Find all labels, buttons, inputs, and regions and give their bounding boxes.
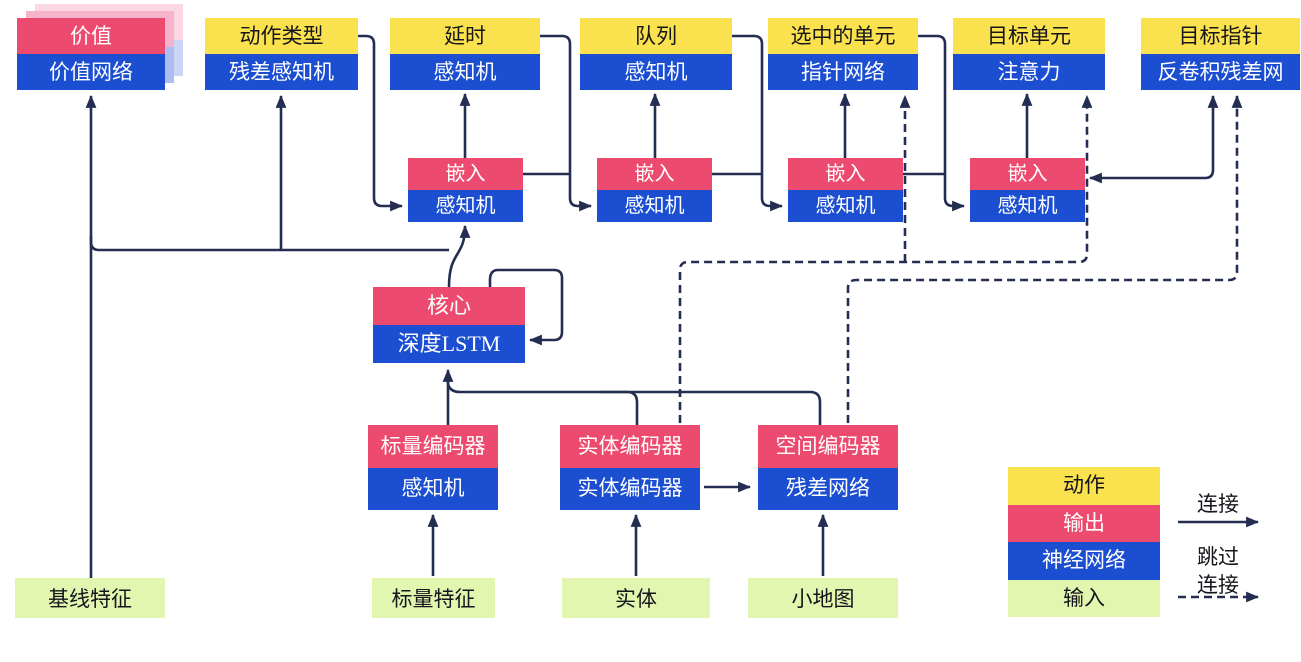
node-embed-4: 嵌入 感知机 [970, 158, 1085, 222]
node-target-unit-action: 目标单元 [953, 18, 1105, 54]
node-queue-network: 感知机 [580, 54, 732, 90]
node-action-type-network: 残差感知机 [205, 54, 358, 90]
node-embed-1: 嵌入 感知机 [408, 158, 523, 222]
legend-output: 输出 [1008, 504, 1160, 542]
node-value-network: 价值网络 [17, 54, 165, 90]
node-value: 价值 价值网络 [17, 18, 165, 90]
legend-network: 神经网络 [1008, 542, 1160, 580]
node-target-unit: 目标单元 注意力 [953, 18, 1105, 90]
input-scalar-features: 标量特征 [372, 578, 495, 618]
node-delay-network: 感知机 [390, 54, 540, 90]
node-selected-units: 选中的单元 指针网络 [768, 18, 918, 90]
legend-color-key: 动作 输出 神经网络 输入 [1008, 467, 1160, 617]
node-scalar-encoder: 标量编码器 感知机 [368, 425, 498, 510]
node-embed-1-network: 感知机 [408, 190, 523, 222]
wire-entity-collector [600, 390, 639, 425]
node-entity-encoder-output: 实体编码器 [560, 425, 700, 468]
node-embed-3-output: 嵌入 [788, 158, 903, 190]
wire-spatial-collector [446, 378, 822, 425]
node-embed-3: 嵌入 感知机 [788, 158, 903, 222]
node-scalar-encoder-network: 感知机 [368, 467, 498, 510]
input-minimap: 小地图 [748, 578, 898, 618]
node-queue: 队列 感知机 [580, 18, 732, 90]
node-value-action: 价值 [17, 18, 165, 54]
node-embed-4-network: 感知机 [970, 190, 1085, 222]
node-spatial-encoder: 空间编码器 残差网络 [758, 425, 898, 510]
node-embed-2-output: 嵌入 [597, 158, 712, 190]
node-target-point-action: 目标指针 [1141, 18, 1300, 54]
node-embed-1-output: 嵌入 [408, 158, 523, 190]
legend-connection-label: 连接 [1197, 492, 1239, 516]
input-baseline-features: 基线特征 [15, 578, 165, 618]
node-core: 核心 深度LSTM [373, 287, 525, 363]
node-delay-action: 延时 [390, 18, 540, 54]
node-core-network: 深度LSTM [373, 325, 525, 363]
input-entities: 实体 [562, 578, 710, 618]
wire-skip-entity-to-attention [678, 94, 1093, 423]
wire-skip-spatial-to-deconv [846, 94, 1243, 423]
node-target-point-network: 反卷积残差网 [1141, 54, 1300, 90]
node-target-unit-network: 注意力 [953, 54, 1105, 90]
node-scalar-encoder-output: 标量编码器 [368, 425, 498, 468]
node-target-point: 目标指针 反卷积残差网 [1141, 18, 1300, 90]
node-selected-units-network: 指针网络 [768, 54, 918, 90]
node-embed-2-network: 感知机 [597, 190, 712, 222]
node-action-type-action: 动作类型 [205, 18, 358, 54]
node-core-output: 核心 [373, 287, 525, 325]
legend-input: 输入 [1008, 579, 1160, 617]
node-delay: 延时 感知机 [390, 18, 540, 90]
node-spatial-encoder-network: 残差网络 [758, 467, 898, 510]
node-action-type: 动作类型 残差感知机 [205, 18, 358, 90]
legend-skip-label-line1: 跳过 [1197, 545, 1239, 569]
node-entity-encoder-network: 实体编码器 [560, 467, 700, 510]
wire-core-to-embed1 [447, 224, 471, 288]
node-entity-encoder: 实体编码器 实体编码器 [560, 425, 700, 510]
node-embed-2: 嵌入 感知机 [597, 158, 712, 222]
legend-skip-label-line2: 连接 [1197, 573, 1239, 597]
node-embed-4-output: 嵌入 [970, 158, 1085, 190]
legend-action: 动作 [1008, 467, 1160, 505]
node-queue-action: 队列 [580, 18, 732, 54]
node-embed-3-network: 感知机 [788, 190, 903, 222]
wire-embed4-to-deconv [1088, 94, 1219, 184]
node-spatial-encoder-output: 空间编码器 [758, 425, 898, 468]
wire-core-left-horizontal [89, 236, 449, 252]
node-selected-units-action: 选中的单元 [768, 18, 918, 54]
